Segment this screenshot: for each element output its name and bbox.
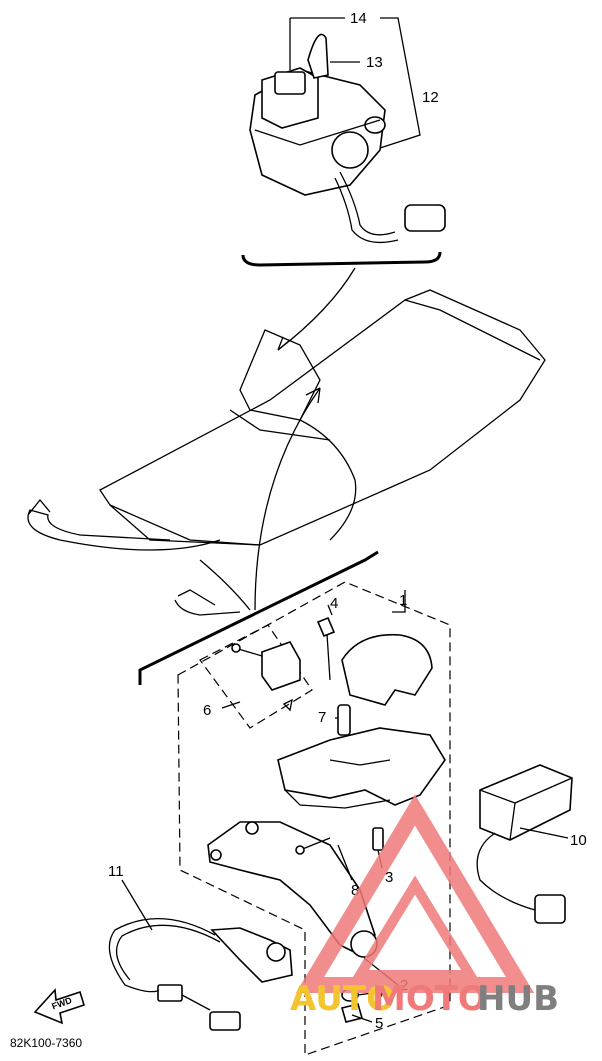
connector-module-10 bbox=[476, 764, 573, 924]
section-bracket-top bbox=[241, 251, 442, 267]
callout-12: 12 bbox=[422, 89, 439, 106]
callout-1: 1 bbox=[399, 592, 407, 609]
sensor-cable-11 bbox=[108, 917, 293, 1031]
callout-9: 9 bbox=[375, 985, 383, 1002]
screw-4 bbox=[316, 604, 336, 681]
assembly-outline-1 bbox=[177, 581, 451, 1056]
watermark-logo bbox=[295, 794, 535, 993]
collar-7 bbox=[335, 704, 351, 736]
screw-8 bbox=[295, 837, 353, 881]
watermark-text-auto: AUTO bbox=[290, 979, 395, 1019]
switch-block bbox=[231, 641, 301, 712]
fwd-arrow: FWD bbox=[33, 988, 85, 1025]
subassembly-outline-6 bbox=[199, 624, 313, 729]
pointer-arrow-upper bbox=[277, 267, 356, 351]
figure-code: 82K100-7360 bbox=[10, 1036, 82, 1050]
watermark-text-moto: MOTO bbox=[372, 979, 487, 1019]
throttle-base bbox=[277, 727, 446, 806]
snowmobile-outline bbox=[27, 289, 546, 616]
callout-7: 7 bbox=[318, 709, 326, 726]
callout-3: 3 bbox=[385, 869, 393, 886]
callout-11: 11 bbox=[108, 863, 124, 880]
pointer-arrow-lower bbox=[254, 387, 321, 611]
callout-10: 10 bbox=[570, 832, 587, 849]
callout-14: 14 bbox=[350, 10, 367, 27]
reservoir-assembly bbox=[249, 33, 446, 244]
callout-8: 8 bbox=[351, 882, 359, 899]
housing-cover bbox=[341, 633, 433, 706]
watermark-text-hub: HUB bbox=[477, 979, 559, 1019]
callout-13: 13 bbox=[366, 54, 383, 71]
callout-lines-top bbox=[289, 17, 421, 149]
callout-5: 5 bbox=[375, 1015, 383, 1032]
section-bracket-lower bbox=[138, 550, 379, 685]
callout-4: 4 bbox=[330, 595, 338, 612]
callout-6: 6 bbox=[203, 702, 211, 719]
